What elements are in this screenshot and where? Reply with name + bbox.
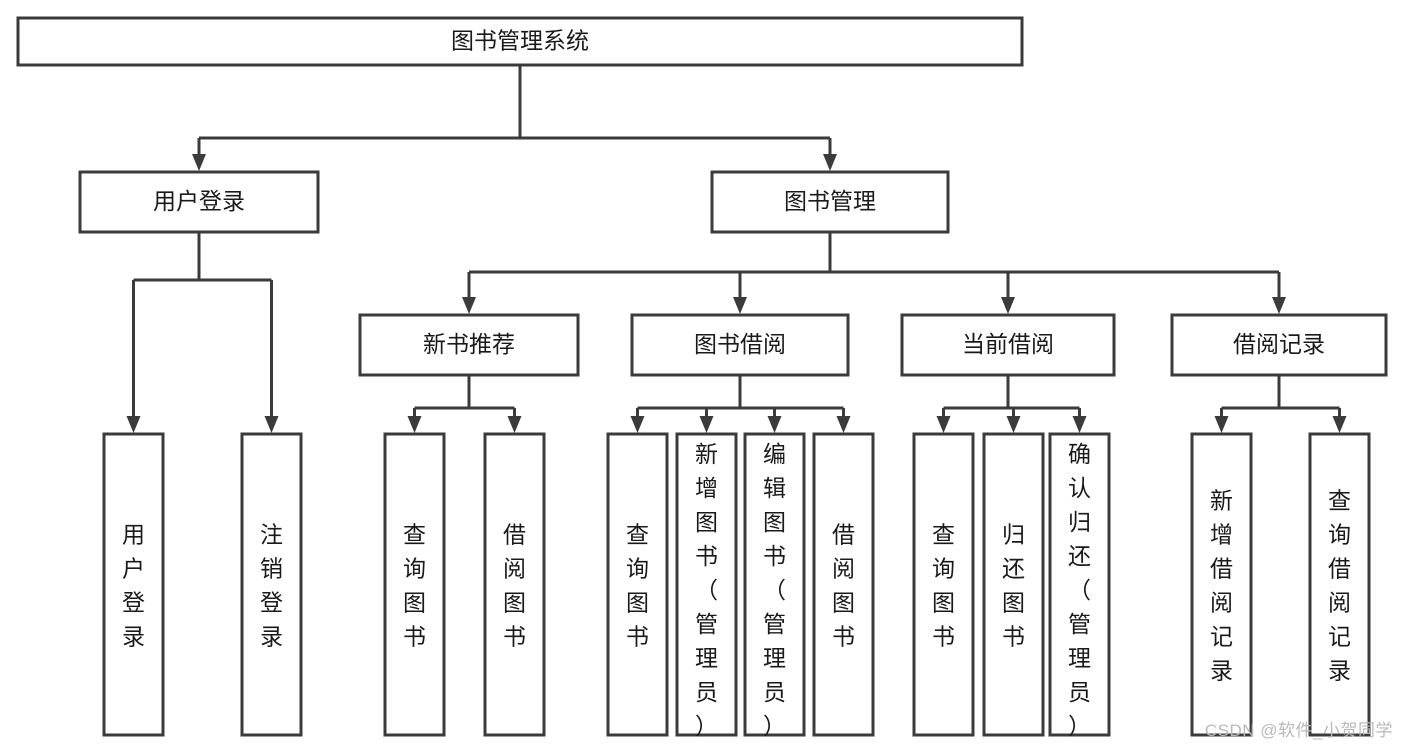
node-level2-0[interactable]: 用户登录 [78, 170, 320, 234]
node-box [102, 432, 165, 737]
node-leaf-8[interactable]: 查询图书 [912, 432, 975, 737]
edge-group-current-borrow [936, 375, 1087, 433]
connectors-layer [126, 65, 1347, 433]
node-leaf-2[interactable]: 查询图书 [383, 432, 446, 737]
node-box [900, 313, 1116, 377]
edge-group-user-login [126, 232, 279, 433]
node-leaf-1[interactable]: 注销登录 [240, 432, 303, 737]
node-level3-2[interactable]: 当前借阅 [900, 313, 1116, 377]
node-box [78, 170, 320, 234]
node-label: 借阅图书 [832, 522, 855, 650]
node-box [16, 16, 1024, 67]
node-level3-3[interactable]: 借阅记录 [1170, 313, 1388, 377]
edge-group-book-management [462, 232, 1286, 314]
node-box [1308, 432, 1371, 737]
node-leaf-6[interactable]: 编辑图书（管理员） [743, 432, 806, 739]
nodes-layer: 图书管理系统用户登录图书管理新书推荐图书借阅当前借阅借阅记录用户登录注销登录查询… [16, 16, 1388, 739]
node-label: 新增图书（管理员） [695, 441, 718, 739]
node-label: 查询图书 [932, 522, 955, 650]
node-label: 借阅图书 [503, 522, 526, 650]
node-label: 新增借阅记录 [1210, 488, 1233, 684]
node-leaf-9[interactable]: 归还图书 [982, 432, 1045, 737]
node-label: 用户登录 [153, 188, 245, 214]
edge-group-root [192, 65, 837, 171]
node-label: 借阅记录 [1233, 331, 1325, 357]
edge-group-new-book-recommend [407, 375, 522, 433]
node-box [240, 432, 303, 737]
node-box [606, 432, 669, 737]
edge-group-book-borrow [630, 375, 851, 433]
node-box [1048, 432, 1111, 737]
node-label: 编辑图书（管理员） [763, 441, 786, 739]
node-box [358, 313, 580, 377]
node-level3-1[interactable]: 图书借阅 [630, 313, 850, 377]
node-box [1190, 432, 1253, 737]
node-level3-0[interactable]: 新书推荐 [358, 313, 580, 377]
node-label: 查询图书 [626, 522, 649, 650]
node-leaf-11[interactable]: 新增借阅记录 [1190, 432, 1253, 737]
node-box [630, 313, 850, 377]
node-label: 查询图书 [403, 522, 426, 650]
node-root[interactable]: 图书管理系统 [16, 16, 1024, 67]
node-box [710, 170, 950, 234]
node-box [812, 432, 875, 737]
node-leaf-5[interactable]: 新增图书（管理员） [675, 432, 738, 739]
edge-group-borrow-record [1214, 375, 1347, 433]
node-label: 注销登录 [260, 522, 283, 650]
node-box [1170, 313, 1388, 377]
node-box [743, 432, 806, 737]
node-label: 图书管理 [784, 188, 876, 214]
node-label: 用户登录 [122, 522, 145, 650]
node-box [982, 432, 1045, 737]
node-label: 归还图书 [1002, 522, 1025, 650]
node-label: 查询借阅记录 [1328, 488, 1351, 684]
node-label: 图书管理系统 [451, 28, 589, 54]
node-box [383, 432, 446, 737]
node-label: 新书推荐 [423, 331, 515, 357]
node-leaf-12[interactable]: 查询借阅记录 [1308, 432, 1371, 737]
node-leaf-4[interactable]: 查询图书 [606, 432, 669, 737]
node-leaf-7[interactable]: 借阅图书 [812, 432, 875, 737]
node-leaf-10[interactable]: 确认归还（管理员） [1048, 432, 1111, 739]
node-box [912, 432, 975, 737]
node-box [675, 432, 738, 737]
node-leaf-3[interactable]: 借阅图书 [483, 432, 546, 737]
node-label: 确认归还（管理员） [1068, 441, 1091, 739]
node-label: 图书借阅 [694, 331, 786, 357]
node-level2-1[interactable]: 图书管理 [710, 170, 950, 234]
node-label: 当前借阅 [962, 331, 1054, 357]
node-box [483, 432, 546, 737]
node-leaf-0[interactable]: 用户登录 [102, 432, 165, 737]
